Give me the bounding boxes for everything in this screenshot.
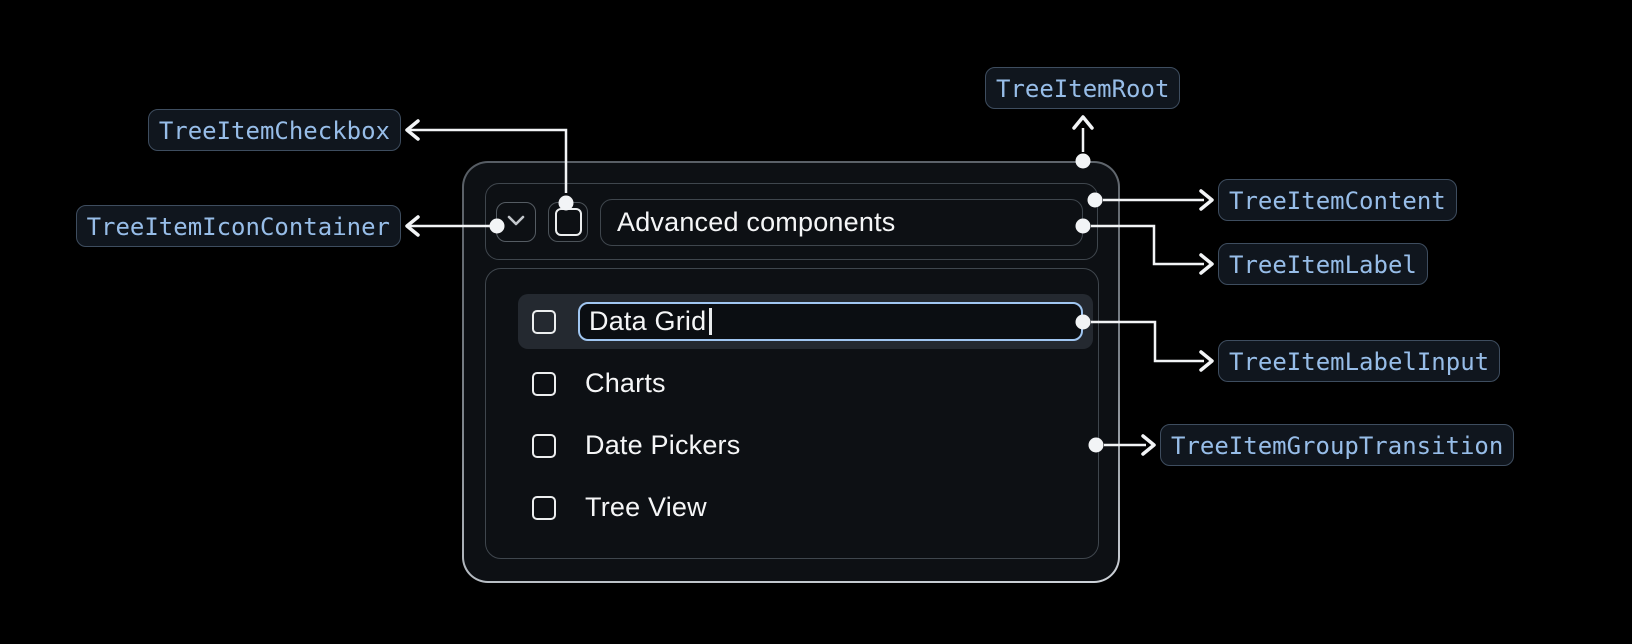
tree-item-group-transition xyxy=(485,268,1099,559)
tree-item-checkbox[interactable] xyxy=(548,202,588,242)
tree-item-label-text: Charts xyxy=(585,368,666,398)
tree-item-content[interactable] xyxy=(485,183,1098,260)
checkbox-icon[interactable] xyxy=(532,309,556,334)
checkbox-icon[interactable] xyxy=(532,433,556,458)
annotation-chip-content: TreeItemContent xyxy=(1218,179,1457,221)
annotation-chip-label: TreeItemLabel xyxy=(1218,243,1428,285)
tree-item-icon-container[interactable] xyxy=(496,202,536,242)
annotation-chip-checkbox: TreeItemCheckbox xyxy=(147,109,401,151)
tree-item-label-text: Date Pickers xyxy=(585,430,741,460)
text-cursor xyxy=(709,308,712,335)
chevron-down-icon xyxy=(506,211,526,234)
checkbox-icon[interactable] xyxy=(532,371,556,396)
tree-item-root xyxy=(462,161,1120,583)
annotation-chip-root: TreeItemRoot xyxy=(985,67,1181,109)
tree-item-root-surface xyxy=(464,163,1118,581)
tree-item-row[interactable]: Charts xyxy=(518,356,1093,411)
tree-item-label-input[interactable]: Data Grid xyxy=(578,302,1083,341)
tree-item-row-editing[interactable]: Data Grid xyxy=(518,294,1093,349)
tree-item-label-text: Tree View xyxy=(585,492,707,522)
tree-item-row[interactable]: Date Pickers xyxy=(518,418,1093,473)
annotation-chip-group-transition: TreeItemGroupTransition xyxy=(1160,424,1515,466)
annotation-chip-label-input: TreeItemLabelInput xyxy=(1218,340,1501,382)
parent-label-text: Advanced components xyxy=(617,207,896,237)
label-input-value: Data Grid xyxy=(589,306,707,336)
tree-item-label: Advanced components xyxy=(600,199,1083,246)
tree-item-row[interactable]: Tree View xyxy=(518,480,1093,535)
checkbox-icon xyxy=(554,208,582,236)
annotation-chip-icon-container: TreeItemIconContainer xyxy=(75,205,401,247)
checkbox-icon[interactable] xyxy=(532,495,556,520)
